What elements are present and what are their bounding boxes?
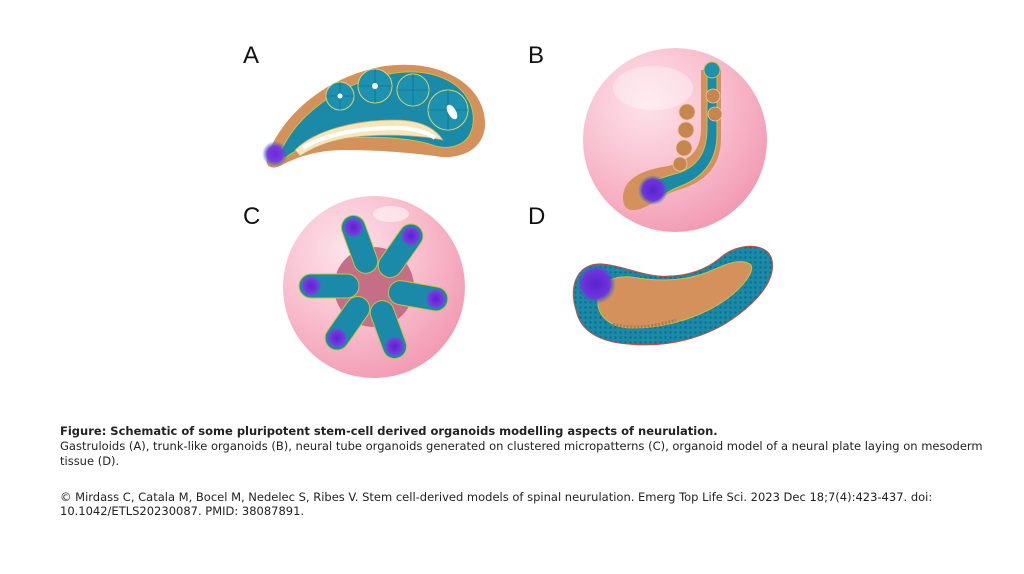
panel-label-c: C: [243, 203, 261, 230]
gastruloid-illustration: [262, 64, 486, 168]
organoid-arm-tips: [300, 216, 447, 358]
caption-body: Gastruloids (A), trunk-like organoids (B…: [60, 439, 983, 468]
micropattern-organoids-illustration: [283, 196, 465, 378]
panel-label-d: D: [528, 203, 546, 230]
neural-plate-posterior-pole: [576, 264, 616, 304]
gastruloid-posterior-pole: [262, 141, 288, 167]
panel-label-a: A: [243, 42, 260, 69]
figure-caption: Figure: Schematic of some pluripotent st…: [60, 424, 1000, 469]
panel-label-b: B: [528, 42, 545, 69]
copyright-citation: © Mirdass C, Catala M, Bocel M, Nedelec …: [60, 490, 933, 518]
trunk-somites: [672, 88, 723, 172]
trunk-like-organoid-illustration: [583, 48, 767, 232]
neural-plate-illustration: [572, 245, 774, 346]
caption-title: Figure: Schematic of some pluripotent st…: [60, 424, 718, 438]
neural-plate-mesoderm: [597, 261, 752, 329]
trunk-posterior-pole: [638, 175, 668, 205]
